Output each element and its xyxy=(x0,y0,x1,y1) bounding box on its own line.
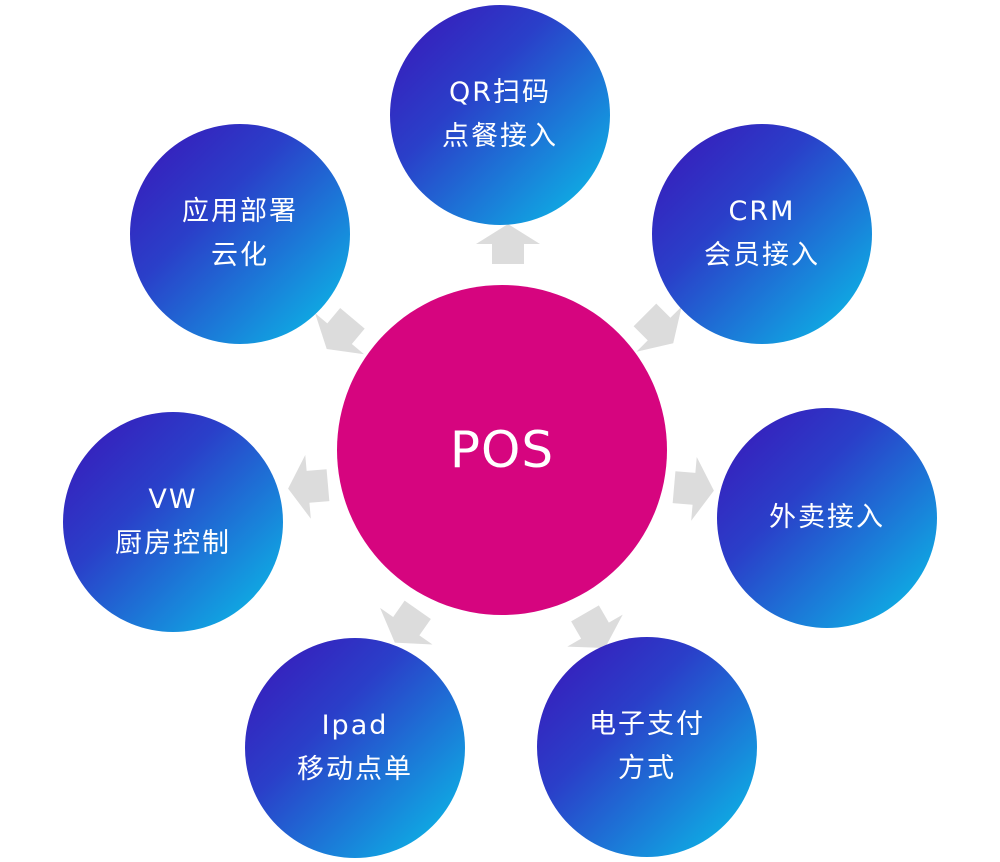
node-delivery-line-1: 外卖接入 xyxy=(769,502,885,533)
node-crm-member: CRM 会员接入 xyxy=(652,124,872,344)
arrow-to-waimai xyxy=(672,456,714,521)
node-cloud-deployment: 应用部署 云化 xyxy=(130,124,350,344)
arrow-to-vw xyxy=(288,454,330,519)
node-qr-ordering: QR扫码 点餐接入 xyxy=(390,5,610,225)
node-vw-line-1: VW xyxy=(148,484,198,515)
node-ipad-line-1: Ipad xyxy=(321,710,389,741)
arrow-to-cloud xyxy=(315,308,365,355)
arrow-to-ipad xyxy=(380,600,433,645)
node-kitchen-control: VW 厨房控制 xyxy=(63,412,283,632)
node-pay-line-1: 电子支付 xyxy=(589,709,705,740)
node-cloud-line-2: 云化 xyxy=(211,240,269,271)
node-qr-line-2: 点餐接入 xyxy=(442,121,558,152)
node-pay-line-2: 方式 xyxy=(618,753,676,784)
node-ipad-line-2: 移动点单 xyxy=(297,754,413,785)
pos-center-node: POS xyxy=(337,285,667,615)
node-electronic-payment: 电子支付 方式 xyxy=(537,637,757,857)
node-ipad-ordering: Ipad 移动点单 xyxy=(245,638,465,858)
arrow-to-pay xyxy=(567,605,623,648)
arrow-to-qr xyxy=(476,224,540,264)
pos-center-label: POS xyxy=(449,421,555,479)
node-qr-line-1: QR扫码 xyxy=(448,77,551,108)
node-cloud-line-1: 应用部署 xyxy=(182,196,298,227)
node-delivery: 外卖接入 xyxy=(717,408,937,628)
node-crm-line-1: CRM xyxy=(728,196,796,227)
node-vw-line-2: 厨房控制 xyxy=(115,528,231,559)
node-crm-line-2: 会员接入 xyxy=(704,240,820,271)
arrow-to-crm xyxy=(633,303,682,352)
